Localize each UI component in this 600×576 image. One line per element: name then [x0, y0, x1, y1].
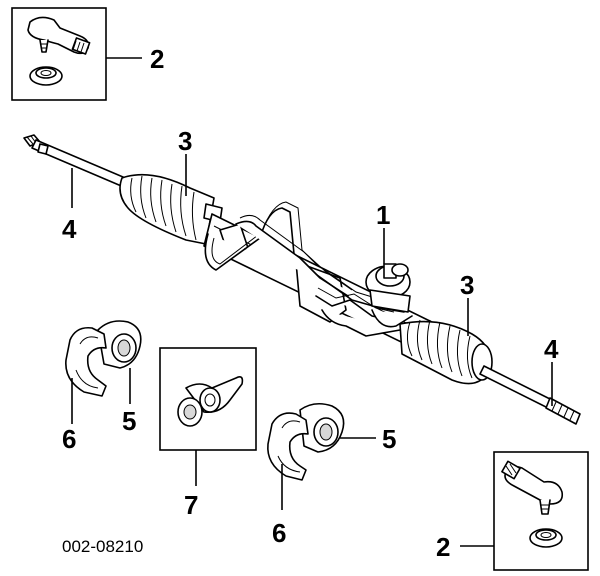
tie-rod-end-illustration-bottom [501, 460, 564, 548]
mount-bushing-right [267, 402, 345, 481]
inner-tie-rod-right [479, 365, 581, 425]
callout-4-left: 4 [62, 214, 77, 244]
mount-bushing-left [65, 320, 142, 397]
tie-rod-end-detail-box-bottom: 2 [436, 451, 589, 571]
callout-4-right: 4 [544, 334, 559, 364]
bushing-kit-illustration [177, 376, 244, 427]
callout-1: 1 [376, 200, 390, 230]
callout-6-right: 6 [272, 518, 286, 548]
callout-6-left: 6 [62, 424, 76, 454]
callout-2-bottom: 2 [436, 532, 450, 562]
callout-5-right: 5 [382, 424, 396, 454]
bushing-kit-detail-box: 7 [159, 347, 257, 520]
hydraulic-lines [204, 201, 407, 337]
steering-rack-assembly [23, 134, 581, 425]
callout-3-left: 3 [178, 126, 192, 156]
boot-right [399, 319, 493, 385]
inner-tie-rod-left [23, 134, 131, 189]
callout-3-right: 3 [460, 270, 474, 300]
tie-rod-end-detail-box-top: 2 [11, 7, 164, 101]
part-number-label: 002-08210 [62, 537, 143, 556]
callout-7: 7 [184, 490, 198, 520]
callout-5-left: 5 [122, 406, 136, 436]
callout-2-top: 2 [150, 44, 164, 74]
tie-rod-end-illustration-top [27, 16, 91, 86]
pinion-valve-assembly [365, 263, 413, 328]
